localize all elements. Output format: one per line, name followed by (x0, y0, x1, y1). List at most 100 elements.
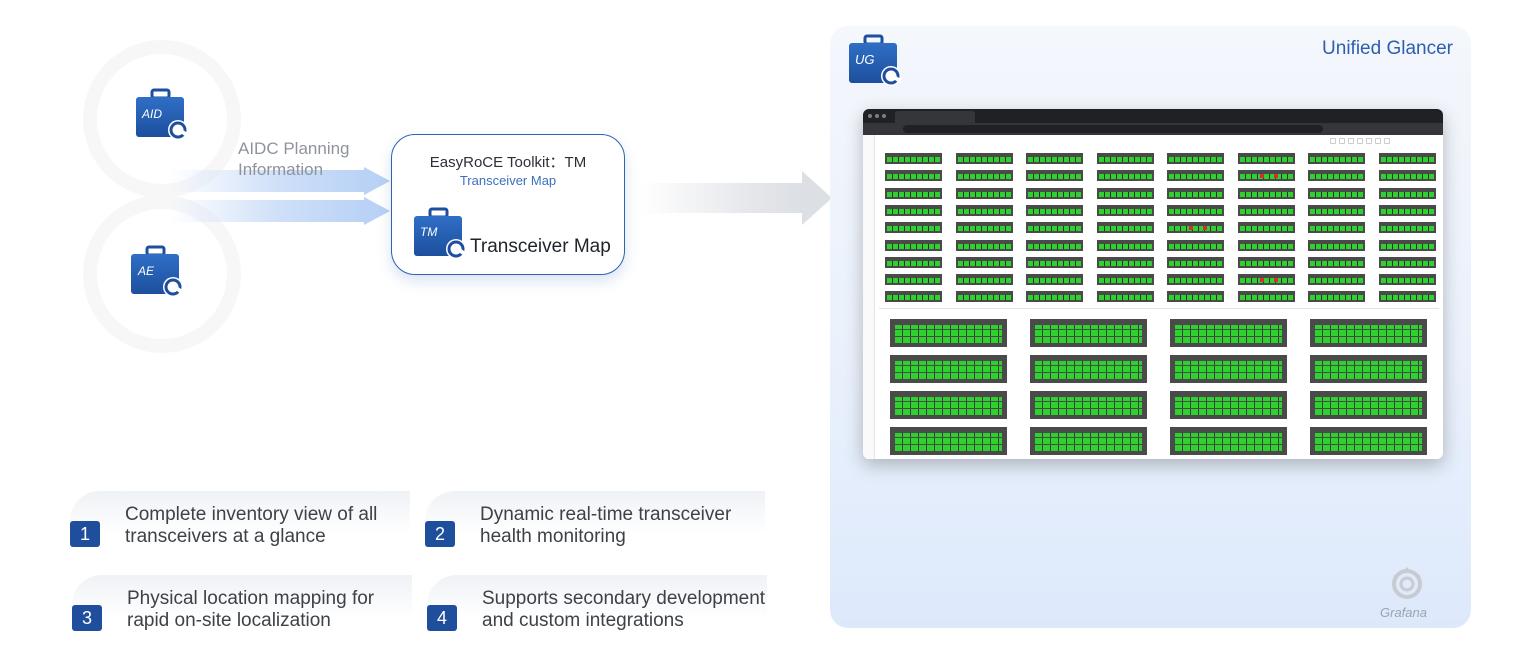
switch-panel (955, 239, 1013, 251)
browser-tab-bar (863, 109, 1443, 123)
ug-icon-label: UG (855, 52, 875, 67)
switch-panel (955, 153, 1013, 164)
server-panel (890, 427, 1007, 455)
unified-glancer-title: Unified Glancer (1322, 38, 1453, 59)
server-panel (1170, 391, 1287, 419)
section-divider (879, 308, 1439, 309)
switch-panel (955, 256, 1013, 268)
feature-4-line2: and custom integrations (482, 610, 684, 631)
switch-panel (1096, 170, 1154, 182)
switch-panel (1308, 239, 1365, 251)
switch-panel (885, 204, 942, 216)
feature-1-line1: Complete inventory view of all (125, 504, 378, 525)
ug-toolbox-icon (847, 34, 905, 88)
switch-panel (1026, 204, 1083, 216)
server-panel (890, 319, 1007, 347)
switch-panel (1237, 153, 1295, 164)
switch-panel (1378, 222, 1436, 234)
feature-number-2: 2 (425, 521, 455, 547)
switch-panel (1096, 274, 1154, 286)
switch-panel (955, 291, 1013, 303)
planning-arrow-top (170, 170, 366, 192)
grafana-label: Grafana (1380, 605, 1427, 620)
planning-label-line1: AIDC Planning (238, 139, 350, 158)
server-panel (1030, 319, 1147, 347)
switch-panel (1096, 153, 1154, 164)
switch-panel (1167, 274, 1224, 286)
switch-panel (1378, 256, 1436, 268)
switch-panel (885, 222, 942, 234)
planning-arrow-bottom-head (364, 197, 390, 225)
server-panel (1170, 319, 1287, 347)
switch-panel (1237, 187, 1295, 199)
switch-panel (1026, 222, 1083, 234)
switch-panel (1378, 274, 1436, 286)
planning-arrow-bottom (170, 200, 366, 222)
switch-panel (1096, 187, 1154, 199)
switch-panel (955, 187, 1013, 199)
switch-panel (1026, 170, 1083, 182)
feature-text-3: Physical location mapping for rapid on-s… (127, 588, 374, 632)
switch-panel (1167, 170, 1224, 182)
switch-panel (1378, 153, 1436, 164)
switch-panel (1237, 256, 1295, 268)
switch-panel (885, 153, 942, 164)
switch-panel (1167, 153, 1224, 164)
switch-panel (1378, 239, 1436, 251)
planning-arrow-top-head (364, 167, 390, 195)
planning-label-line2: Information (238, 160, 324, 179)
switch-panel (1378, 170, 1436, 182)
switch-panel (1308, 204, 1365, 216)
switch-panel (1308, 170, 1365, 182)
tm-card-title: EasyRoCE Toolkit：TM (429, 154, 587, 171)
switch-panel (1237, 170, 1295, 182)
tm-icon-label: TM (420, 225, 438, 239)
switch-panel (885, 239, 942, 251)
aid-label: AID (142, 107, 163, 121)
server-panel (1310, 319, 1427, 347)
switch-panel (955, 274, 1013, 286)
switch-panel (1026, 239, 1083, 251)
tm-card-name: Transceiver Map (470, 236, 611, 257)
server-panel (1030, 355, 1147, 383)
switch-panel (1308, 187, 1365, 199)
switch-panel (1308, 222, 1365, 234)
server-panel (1310, 355, 1427, 383)
feature-3-line2: rapid on-site localization (127, 610, 331, 631)
switch-panel (1096, 239, 1154, 251)
feature-2-line2: health monitoring (480, 526, 626, 547)
switch-panel (1096, 222, 1154, 234)
browser-url-field (903, 125, 1323, 133)
browser-address-bar (863, 123, 1443, 135)
switch-panel (1237, 291, 1295, 303)
feature-text-2: Dynamic real-time transceiver health mon… (480, 504, 731, 548)
switch-panel (1026, 256, 1083, 268)
switch-panel (955, 170, 1013, 182)
server-panel (1310, 427, 1427, 455)
switch-panel (885, 170, 942, 182)
grafana-toolbar (1327, 138, 1437, 145)
switch-panel (1237, 204, 1295, 216)
switch-panel (885, 274, 942, 286)
feature-item-1: 1 Complete inventory view of all transce… (70, 491, 410, 549)
switch-panel (885, 256, 942, 268)
flow-arrow-body (640, 183, 804, 213)
switch-panel (1237, 274, 1295, 286)
switch-panel (1308, 153, 1365, 164)
grafana-sidebar (863, 135, 875, 459)
server-panel (1170, 427, 1287, 455)
switch-panel (885, 291, 942, 303)
switch-panel (1096, 256, 1154, 268)
feature-1-line2: transceivers at a glance (125, 526, 326, 547)
switch-panel (1026, 274, 1083, 286)
switch-panel (1096, 291, 1154, 303)
feature-item-2: 2 Dynamic real-time transceiver health m… (425, 491, 765, 549)
switch-panel (955, 222, 1013, 234)
switch-panel (1308, 274, 1365, 286)
feature-4-line1: Supports secondary development (482, 588, 766, 609)
switch-panel (1237, 222, 1295, 234)
switch-panel (1308, 256, 1365, 268)
server-panel (1030, 391, 1147, 419)
switch-panel (1026, 291, 1083, 303)
switch-panel (1026, 187, 1083, 199)
